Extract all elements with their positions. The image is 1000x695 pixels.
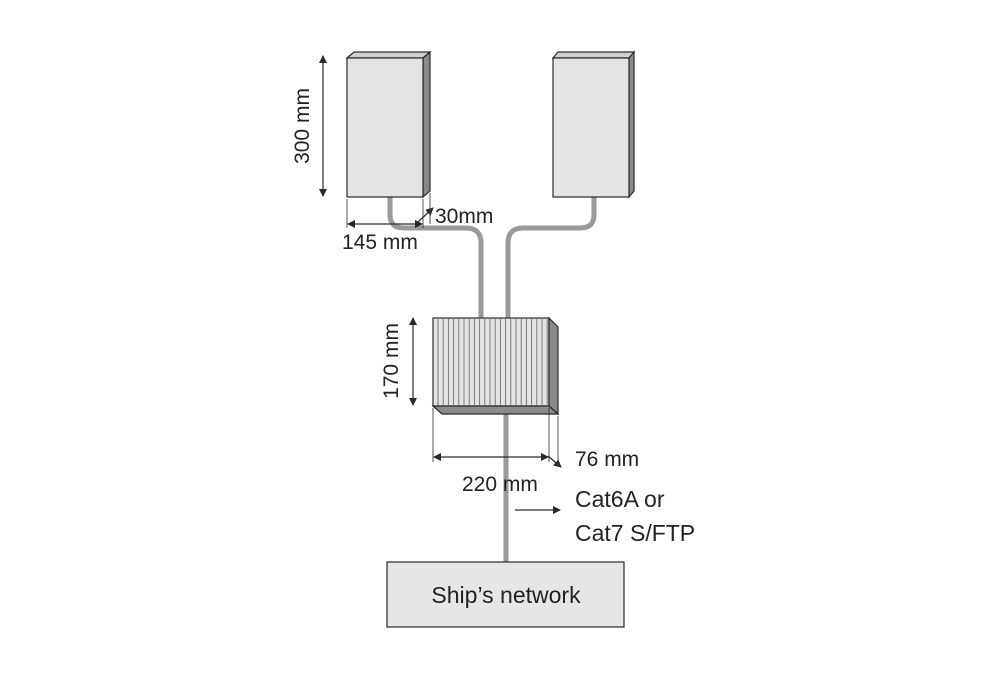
dim-hub-depth-label: 76 mm (575, 448, 639, 471)
dim-antenna-height-label: 300 mm (291, 88, 314, 164)
hub-ribs (437, 319, 548, 405)
dim-antenna-depth-label: 30mm (435, 205, 493, 228)
hub-unit (431, 316, 560, 416)
dim-hub-width: 220 mm (432, 408, 550, 496)
dim-antenna-depth: 30mm (417, 193, 493, 228)
dim-antenna-width: 145 mm (342, 199, 424, 254)
dim-hub-height: 170 mm (380, 317, 417, 406)
dim-antenna-width-label: 145 mm (342, 231, 418, 254)
antenna-left (345, 50, 432, 199)
cable-type-line2: Cat7 S/FTP (575, 520, 695, 546)
dim-hub-depth: 76 mm (547, 416, 639, 471)
dim-hub-height-label: 170 mm (380, 323, 403, 399)
dim-hub-width-label: 220 mm (462, 473, 538, 496)
cable-callout: Cat6A or Cat7 S/FTP (515, 486, 695, 546)
cable-type-line1: Cat6A or (575, 486, 665, 512)
ships-network-label: Ship’s network (431, 582, 581, 608)
dim-antenna-height: 300 mm (291, 55, 327, 197)
ships-network-box: Ship’s network (386, 561, 625, 628)
antenna-right (551, 50, 636, 199)
cable-right-antenna (505, 195, 597, 321)
